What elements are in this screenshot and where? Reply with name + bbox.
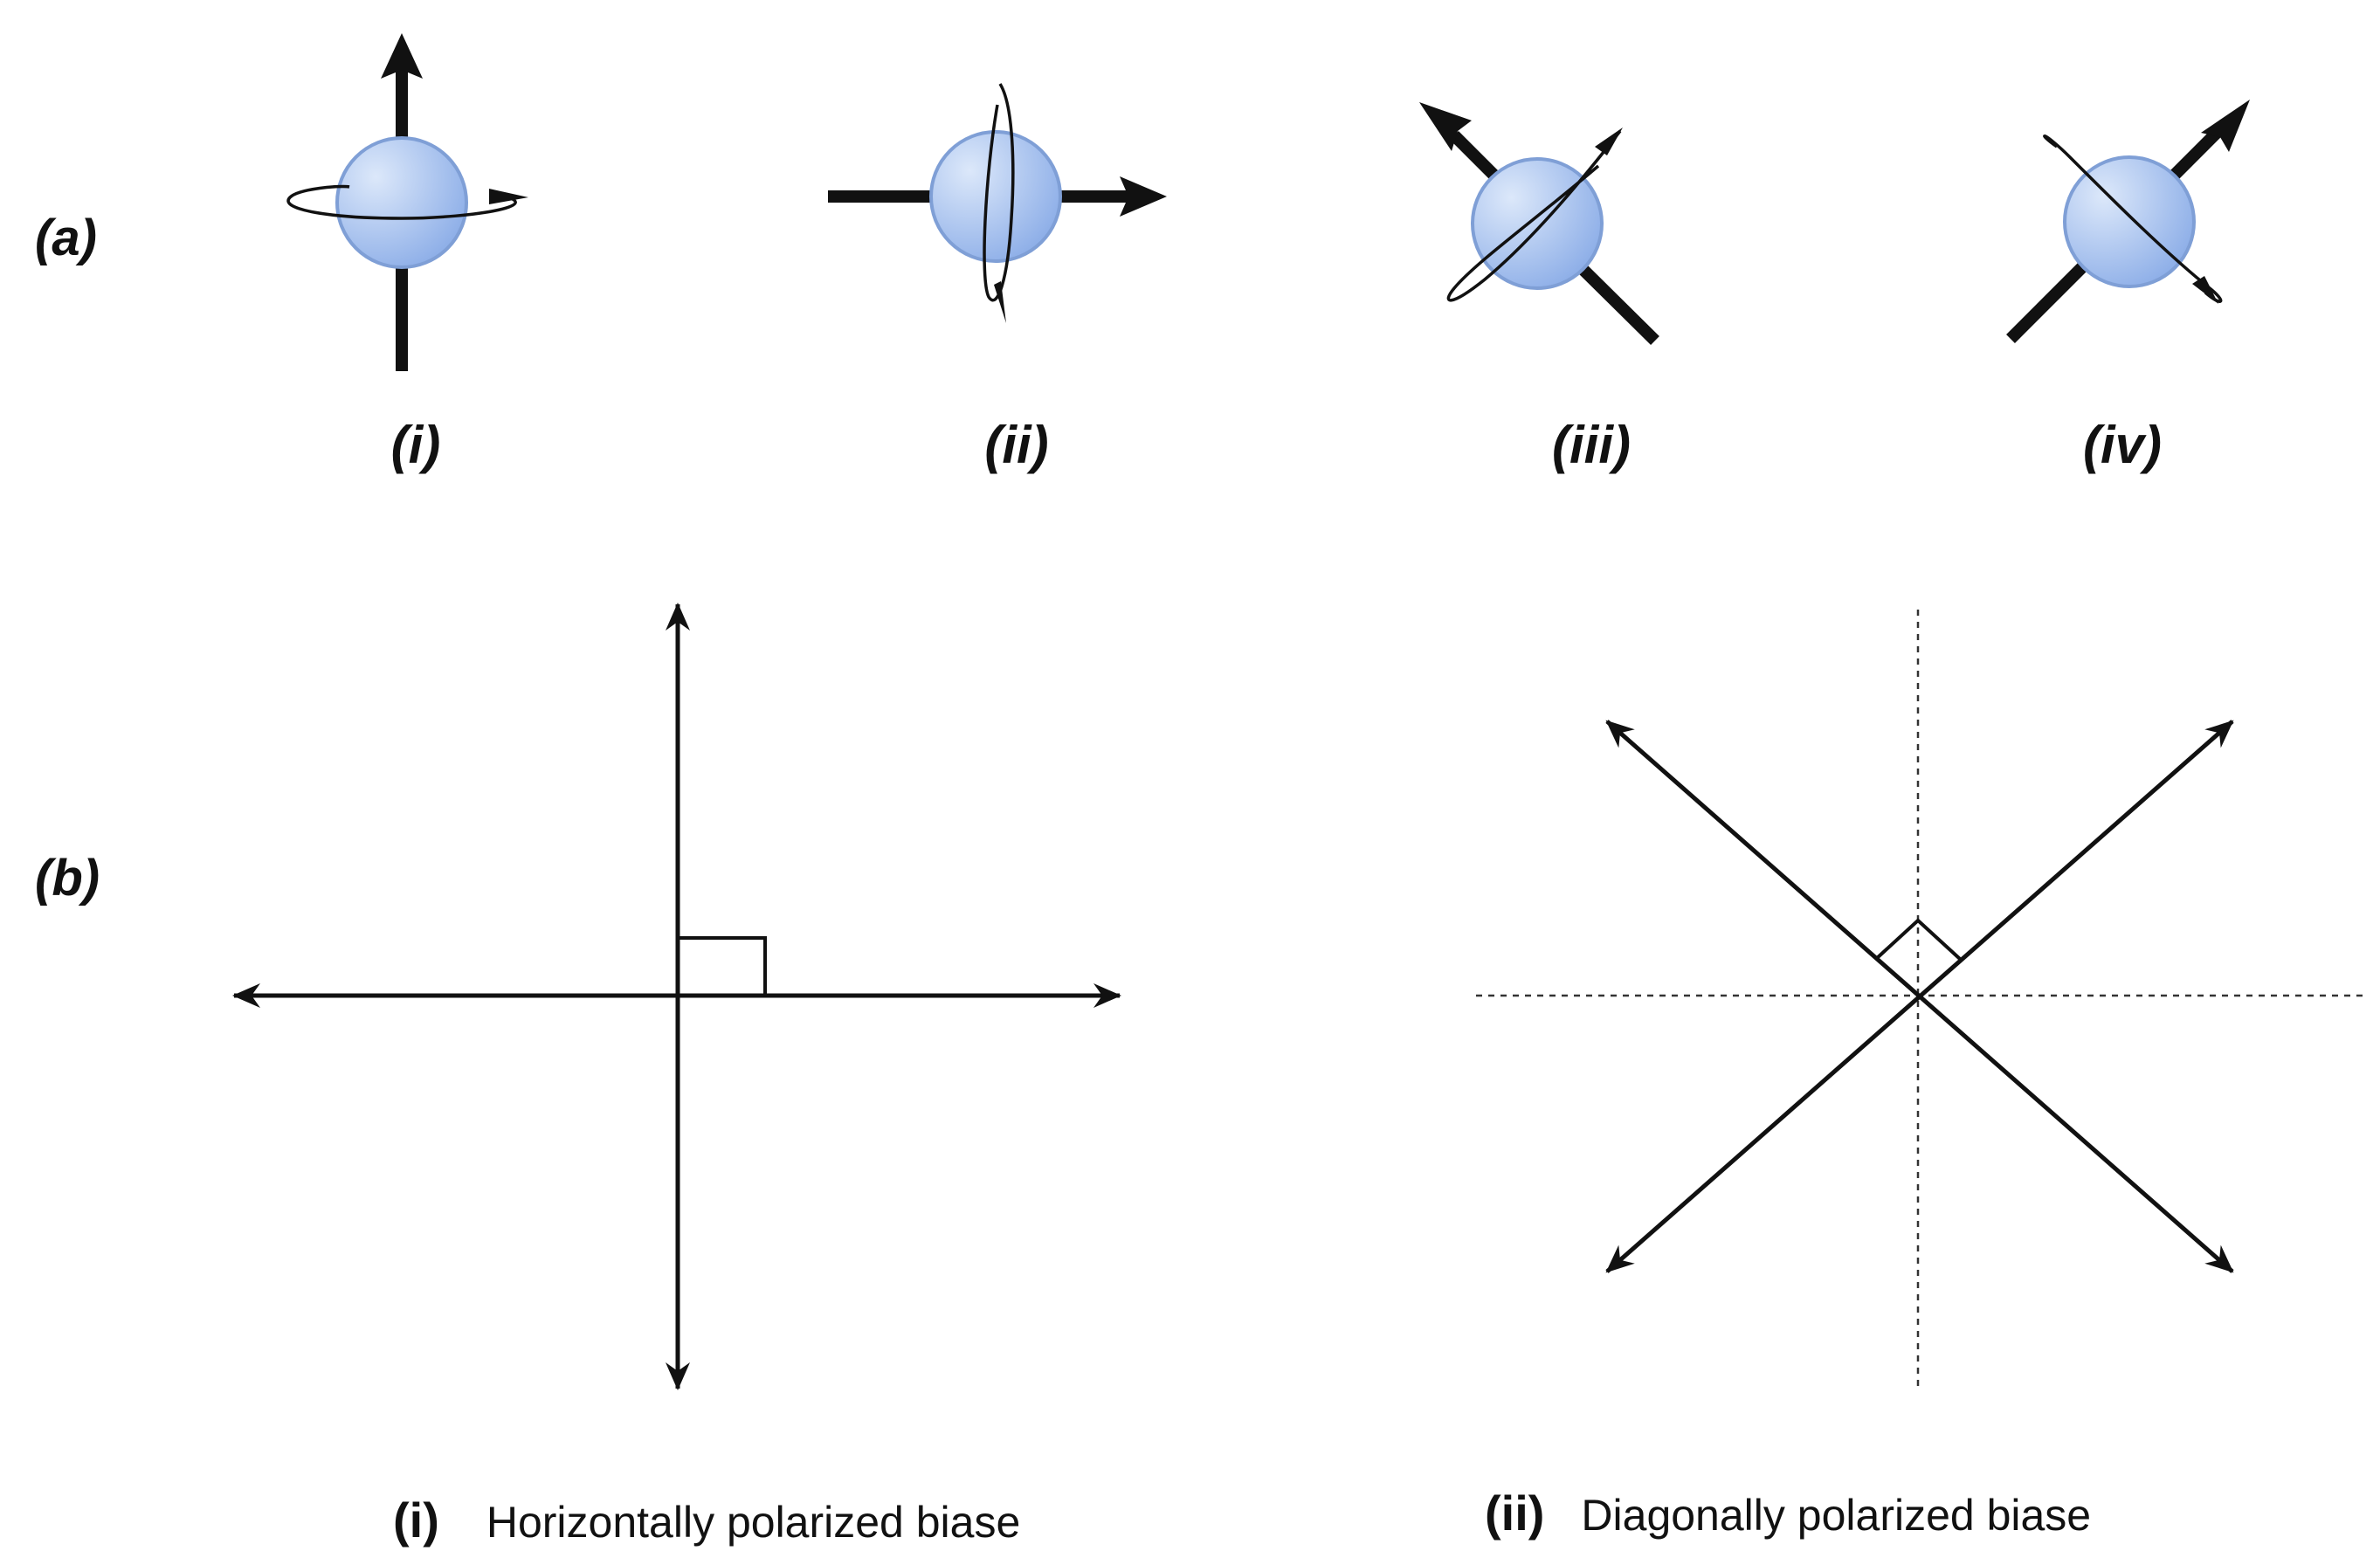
rectilinear-basis [232, 603, 1121, 1390]
caption-horizontal: (i) Horizontally polarized biase [393, 1493, 1020, 1548]
right-angle-marker [678, 936, 767, 996]
spin-ii-rotation-head [994, 281, 1006, 323]
spin-iii-rotation-ring [1446, 129, 1622, 302]
spin-ii-sphere [929, 130, 1062, 263]
spin-iii-rotation-head [1595, 128, 1623, 155]
caption-horizontal-text: Horizontally polarized biase [486, 1498, 1020, 1547]
row-label-b: (b) [35, 850, 100, 907]
spin-iv-sphere [2063, 155, 2196, 288]
spin-ii [828, 83, 1167, 323]
spin-iv-axis-down [2006, 258, 2092, 343]
spin-iii-axis-down [1576, 263, 1659, 345]
spin-iv-rotation-ring [2043, 134, 2223, 303]
spin-iii [1419, 102, 1659, 345]
caption-diagonal-numeral: (ii) [1485, 1486, 1544, 1541]
spin-i-rotation-head [489, 189, 528, 204]
caption-diagonal: (ii) Diagonally polarized biase [1485, 1486, 2091, 1541]
spin-i-sphere [335, 136, 468, 269]
spin-iv-rotation-head [2192, 276, 2218, 304]
spin-ii-arrowhead [1120, 176, 1167, 217]
diagonal-basis [1476, 610, 2363, 1389]
spin-iv [2006, 100, 2250, 343]
row-label-a: (a) [35, 210, 97, 266]
spin-label-iv: (iv) [2083, 416, 2162, 474]
spin-label-iii: (iii) [1552, 416, 1631, 474]
spin-i [286, 33, 528, 371]
diagonal-right-angle-marker [1874, 918, 1962, 961]
spin-label-ii: (ii) [984, 416, 1048, 474]
spin-i-arrowhead [381, 33, 423, 79]
spin-iii-arrowhead [1419, 102, 1472, 151]
spin-label-i: (i) [391, 416, 441, 474]
caption-horizontal-numeral: (i) [393, 1493, 439, 1548]
spin-iv-arrowhead [2201, 100, 2250, 152]
caption-diagonal-text: Diagonally polarized biase [1581, 1491, 2091, 1540]
spin-iv-axis-up [2170, 127, 2223, 179]
diagonal-arrow-135 [1605, 720, 2234, 1273]
spin-i-rotation-ring [286, 184, 517, 220]
